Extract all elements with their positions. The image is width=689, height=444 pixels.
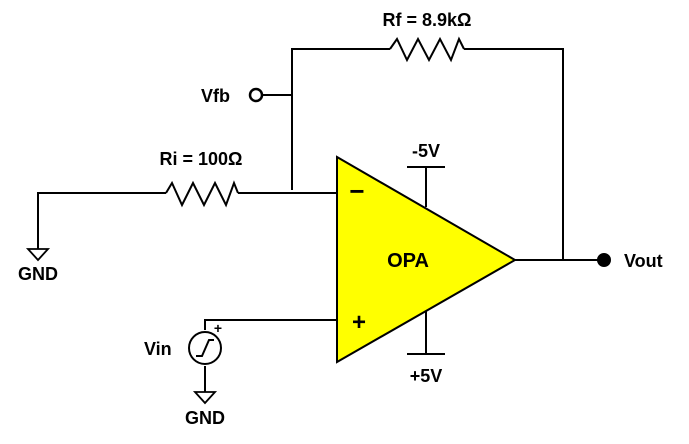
ri-resistor — [165, 180, 239, 208]
vout-label: Vout — [624, 251, 663, 271]
feedback-wire — [291, 48, 564, 260]
ri-label: Ri = 100Ω — [160, 149, 243, 169]
step-waveform-icon — [196, 339, 214, 357]
opamp-label: OPA — [387, 250, 429, 272]
rf-resistor — [389, 36, 465, 63]
ground-left-symbol — [25, 248, 51, 262]
pos-supply-label: +5V — [410, 366, 443, 386]
vin-label: Vin — [144, 339, 172, 359]
noninverting-input-sign: + — [352, 309, 366, 336]
input-wire — [37, 192, 337, 249]
vout-terminal[interactable] — [597, 253, 611, 267]
source-polarity-mark: + — [214, 320, 222, 336]
vfb-terminal[interactable] — [248, 87, 264, 103]
ground-left-label: GND — [18, 264, 58, 284]
rf-label: Rf = 8.9kΩ — [383, 10, 472, 30]
inverting-input-sign: − — [349, 176, 364, 206]
pos-supply-pin — [407, 311, 445, 355]
neg-supply-label: -5V — [412, 141, 440, 161]
noninverting-wire — [204, 319, 337, 330]
ground-bottom-label: GND — [185, 408, 225, 428]
ground-bottom-symbol — [192, 391, 218, 405]
neg-supply-pin — [407, 166, 445, 207]
vfb-label: Vfb — [201, 86, 230, 106]
